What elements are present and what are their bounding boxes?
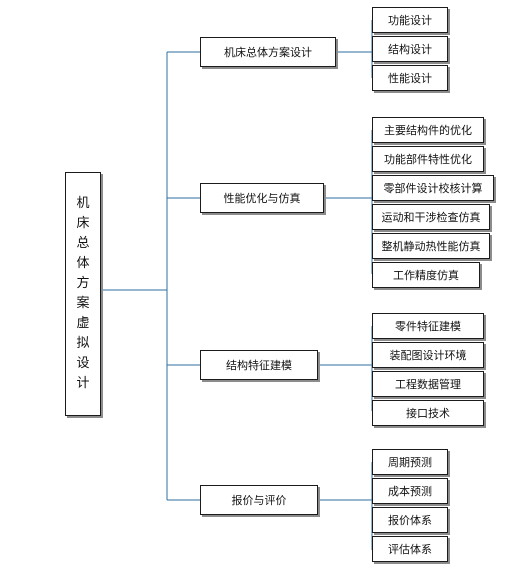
leaf-node: 零件特征建模 [372,313,484,339]
leaf-node: 零部件设计校核计算 [372,175,494,201]
branch-node-optimization: 性能优化与仿真 [200,183,324,213]
root-char: 体 [76,256,90,271]
branch-node-overall-design: 机床总体方案设计 [200,37,336,67]
leaf-node: 周期预测 [372,449,448,475]
leaf-node: 功能部件特性优化 [372,146,484,172]
root-char: 案 [76,296,90,311]
root-char: 拟 [76,336,90,351]
root-char: 总 [76,236,90,251]
branch-node-quotation: 报价与评价 [200,485,318,515]
root-char: 虚 [76,316,90,331]
leaf-node: 装配图设计环境 [372,342,484,368]
leaf-node: 性能设计 [372,65,448,91]
leaf-node: 整机静动热性能仿真 [372,233,490,259]
leaf-node: 评估体系 [372,536,448,562]
leaf-node: 工作精度仿真 [372,262,480,288]
root-node: 机 床 总 体 方 案 虚 拟 设 计 [65,172,101,416]
root-char: 计 [76,376,90,391]
leaf-node: 工程数据管理 [372,371,484,397]
leaf-node: 接口技术 [372,400,484,426]
root-char: 方 [76,276,90,291]
root-char: 床 [76,216,90,231]
root-char: 机 [76,196,90,211]
leaf-node: 功能设计 [372,7,448,33]
leaf-node: 结构设计 [372,36,448,62]
leaf-node: 运动和干涉检查仿真 [372,204,490,230]
leaf-node: 报价体系 [372,507,448,533]
leaf-node: 成本预测 [372,478,448,504]
leaf-node: 主要结构件的优化 [372,117,484,143]
branch-node-modeling: 结构特征建模 [200,350,318,380]
root-char: 设 [76,356,90,371]
